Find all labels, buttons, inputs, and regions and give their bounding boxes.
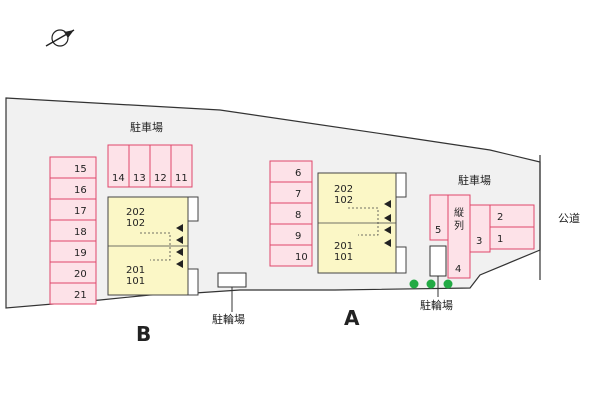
parking-label-a: 駐車場 xyxy=(458,173,491,187)
parking-slot-6 xyxy=(269,160,313,183)
north-arrow-icon xyxy=(45,29,75,47)
parking-slot-label: 6 xyxy=(295,168,301,179)
parking-slot-20 xyxy=(49,261,97,284)
parking-slot-label: 20 xyxy=(74,269,87,280)
slot-4: 4 xyxy=(455,264,461,275)
bike-parking-label-b: 駐輪場 xyxy=(212,312,245,326)
parking-slot-label: 15 xyxy=(74,164,87,175)
parking-slot-label: 16 xyxy=(74,185,87,196)
parking-slot-label: 11 xyxy=(175,173,188,184)
parking-slot-9 xyxy=(269,223,313,246)
bike-parking-label-a: 駐輪場 xyxy=(420,298,453,312)
unit-entrance-arrow-icon xyxy=(384,200,391,247)
unit-entrance-arrow-icon xyxy=(176,224,183,268)
bike-parking-a xyxy=(429,245,447,277)
parking-label-b: 駐車場 xyxy=(130,120,163,134)
parking-slot-17 xyxy=(49,198,97,221)
parking-slot-19 xyxy=(49,240,97,263)
parking-slot-label: 12 xyxy=(154,173,167,184)
parking-slot-10 xyxy=(269,244,313,267)
building-a xyxy=(317,172,407,274)
parking-slot-label: 8 xyxy=(295,210,301,221)
building-b xyxy=(107,196,199,296)
parking-slot-label: 7 xyxy=(295,189,301,200)
parking-slot-label: 9 xyxy=(295,231,301,242)
bike-parking-b xyxy=(217,272,247,288)
slot-5: 5 xyxy=(435,225,441,236)
parking-slot-label: 13 xyxy=(133,173,146,184)
parking-slot-label: 10 xyxy=(295,252,308,263)
parking-slot-label: 17 xyxy=(74,206,87,217)
building-label-a: A xyxy=(344,306,360,330)
tree-icon xyxy=(409,279,453,289)
parking-slot-label: 14 xyxy=(112,173,125,184)
building-label-b: B xyxy=(136,322,151,346)
parking-slot-16 xyxy=(49,177,97,200)
parking-slot-label: 19 xyxy=(74,248,87,259)
slot-2: 2 xyxy=(497,212,503,223)
road-label: 公道 xyxy=(558,211,580,225)
parking-slots-b-top: 14 13 12 11 xyxy=(107,144,193,188)
parking-slot-label: 18 xyxy=(74,227,87,238)
parking-slot-11 xyxy=(170,144,193,188)
parking-slots-b-left: 15 16 17 18 19 20 21 xyxy=(49,156,97,305)
parking-slot-8 xyxy=(269,202,313,225)
slot-1: 1 xyxy=(497,234,503,245)
parking-slot-7 xyxy=(269,181,313,204)
slot-3: 3 xyxy=(476,236,482,247)
parking-slot-18 xyxy=(49,219,97,242)
parking-slots-a-right xyxy=(429,194,535,279)
parking-slot-15 xyxy=(49,156,97,179)
parking-slots-a-left: 6 7 8 9 10 xyxy=(269,160,313,267)
tandem-label: 縦列 xyxy=(454,206,464,232)
parking-slot-label: 21 xyxy=(74,290,87,301)
parking-slot-21 xyxy=(49,282,97,305)
